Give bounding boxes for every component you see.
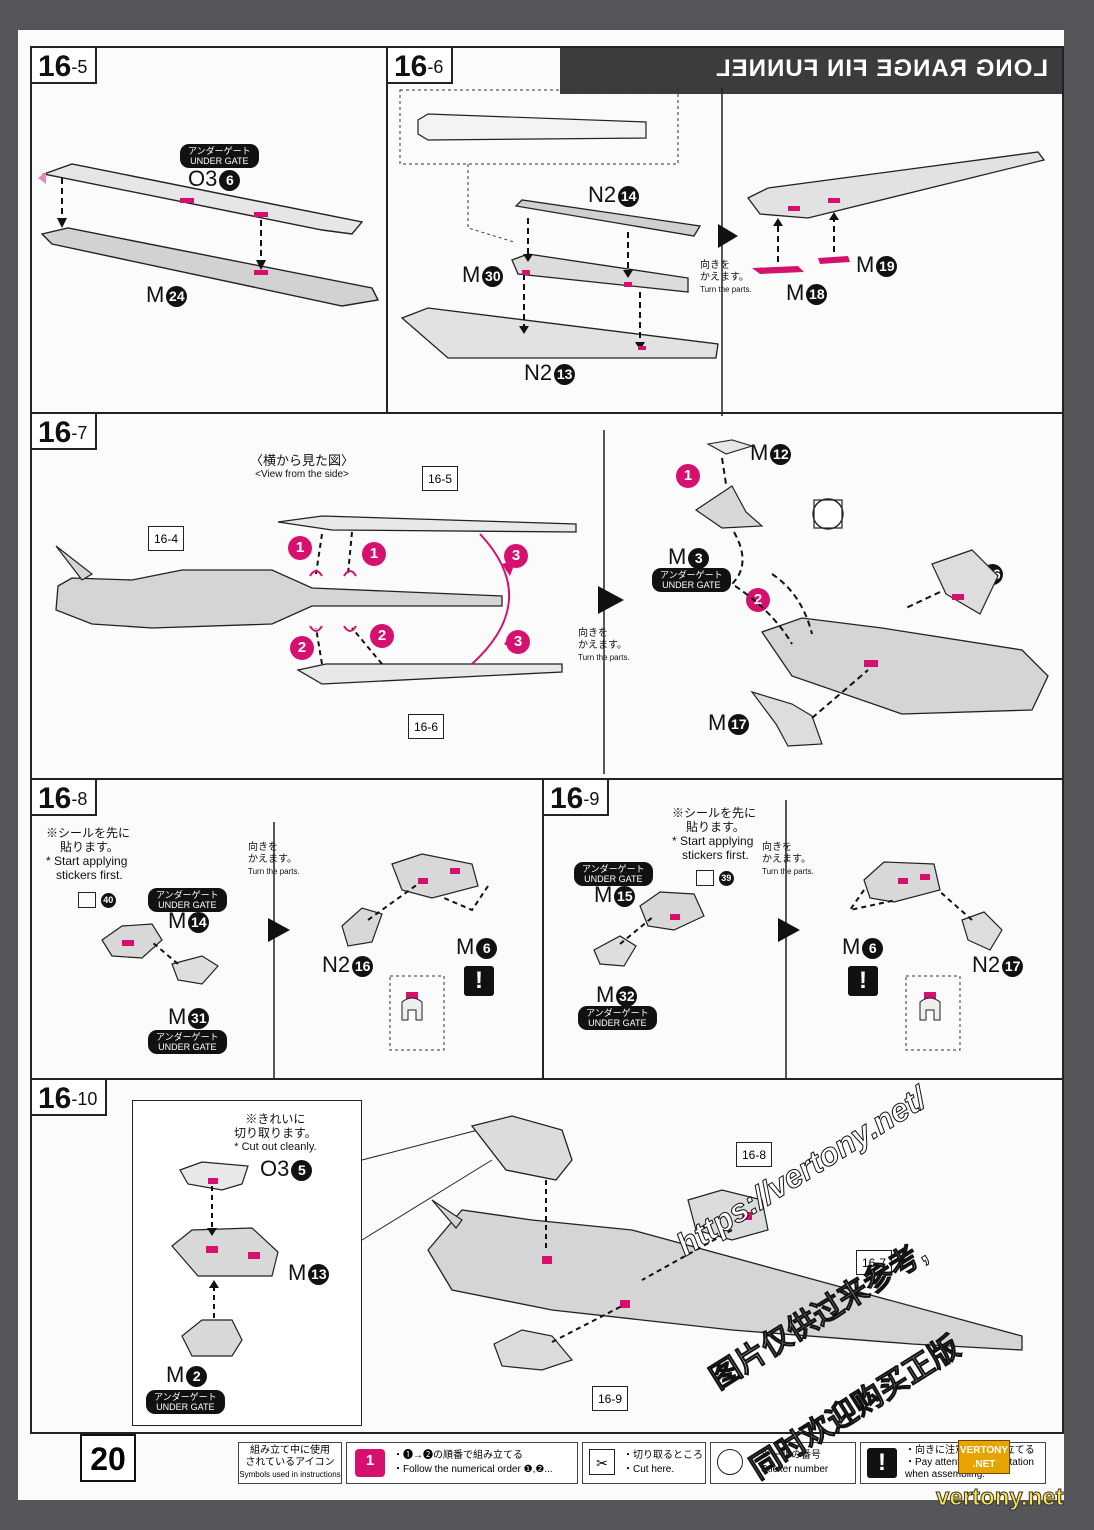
order-badge: 2 [746, 588, 770, 612]
page-number: 20 [80, 1434, 136, 1482]
step-number: 16-8 [32, 780, 98, 816]
turn-note: 向きをかえます。Turn the parts. [700, 260, 752, 294]
step-number: 16-5 [32, 48, 98, 84]
step-number: 16-7 [32, 414, 98, 450]
side-view-caption: 〈横から見た図〉<View from the side> [250, 453, 355, 481]
assembly-drawing [171, 1115, 1023, 1371]
watermark-site: vertony.net [936, 1484, 1065, 1512]
ref-16-5: 16-5 [422, 466, 459, 491]
step-16-7-panel: 16-7 〈横から見た図〉<View from the side> 16-5 1… [30, 412, 1064, 780]
header-bar: LONG RANGE FIN FUNNEL [560, 46, 1064, 94]
part-drawing [101, 822, 489, 1080]
sticker-number: 40 [78, 892, 116, 908]
ref-16-8: 16-8 [736, 1142, 773, 1167]
fin-part-drawing [38, 163, 380, 307]
order-badge: 1 [362, 542, 386, 566]
peg [254, 212, 268, 217]
orientation-icon: ! [867, 1448, 897, 1478]
order-badge: 1 [288, 536, 312, 560]
step-number: 16-9 [544, 780, 610, 816]
ref-16-6: 16-6 [408, 714, 445, 739]
legend-cut: ✂ ・切り取るところ・Cut here. [582, 1442, 706, 1484]
legend-orientation: ! ・向きに注意して組み立てる・Pay attention to orienta… [860, 1442, 1046, 1484]
order-badge: 2 [370, 624, 394, 648]
order-badge: 3 [506, 630, 530, 654]
ref-16-7: 16-7 [856, 1250, 893, 1275]
orientation-icon: ! [848, 966, 878, 996]
peg [180, 198, 194, 203]
fin-part-drawing [399, 88, 1046, 416]
upper-plate [41, 163, 364, 235]
legend-order: 1 ・❶→❷の順番で組み立てる・Follow the numerical ord… [346, 1442, 578, 1484]
cut-icon: ✂ [589, 1449, 615, 1475]
hole [254, 270, 268, 275]
ref-16-4: 16-4 [148, 526, 185, 551]
order-badge: 1 [676, 464, 700, 488]
step-number: 16-10 [32, 1080, 108, 1116]
watermark-badge: VERTONY.NET [958, 1440, 1010, 1474]
cut-note: ※きれいに切り取ります。* Cut out cleanly. [234, 1112, 317, 1153]
part-drawing [593, 800, 1003, 1080]
funnel-drawing [55, 430, 1049, 774]
lower-plate [40, 227, 380, 307]
order-badge: 2 [290, 636, 314, 660]
sticker-icon [717, 1449, 743, 1475]
order-icon: 1 [355, 1449, 385, 1477]
legend-sticker: ・シールの番号・Sticker number [710, 1442, 856, 1484]
ref-16-9: 16-9 [592, 1386, 629, 1411]
sticker-number: 39 [696, 870, 734, 886]
orientation-icon: ! [464, 966, 494, 996]
step-number: 16-6 [388, 48, 454, 84]
